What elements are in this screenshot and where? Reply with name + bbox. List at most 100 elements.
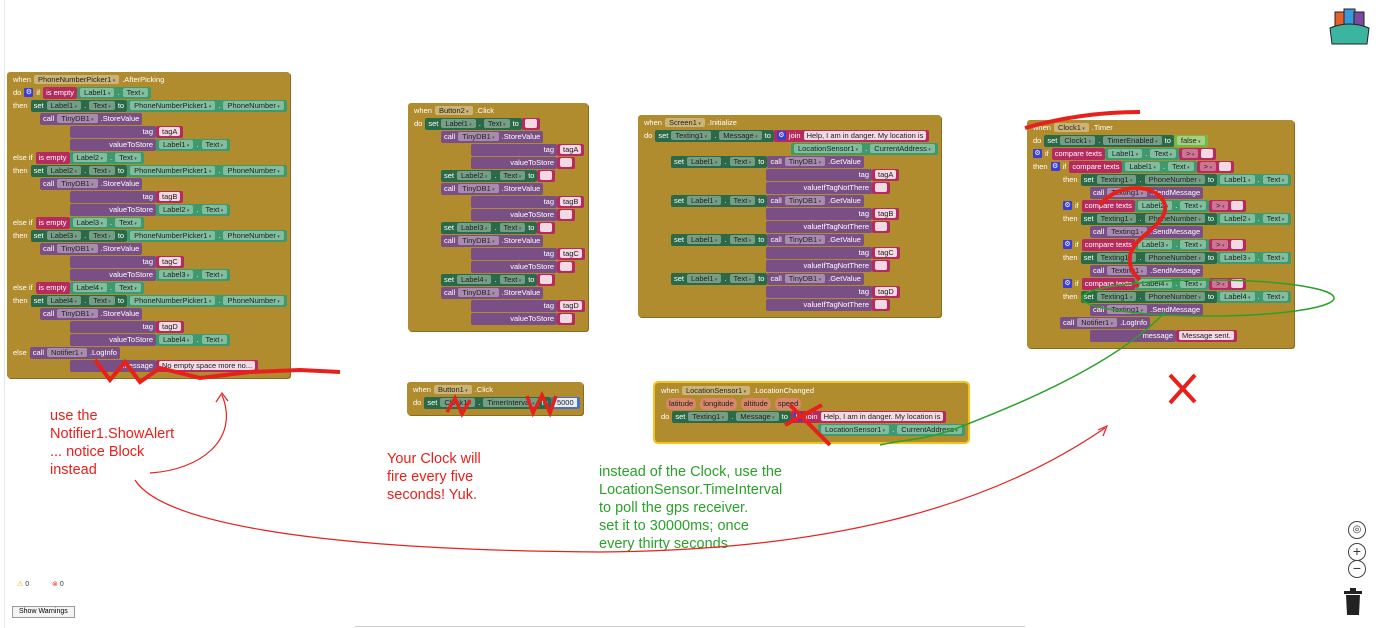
getter-block[interactable]: Label1.Text <box>156 138 231 151</box>
control-block[interactable]: then⚙if <box>1030 160 1070 173</box>
component-dropdown[interactable]: Texting1 <box>1096 214 1137 223</box>
component-dropdown[interactable]: Label3 <box>457 223 492 232</box>
component-dropdown[interactable]: Text <box>201 335 228 344</box>
component-dropdown[interactable]: > <box>1212 201 1229 210</box>
component-dropdown[interactable]: PhoneNumber <box>223 296 284 305</box>
control-block[interactable]: then <box>10 229 31 242</box>
text-literal[interactable] <box>875 300 887 309</box>
component-dropdown[interactable]: Label2 <box>159 205 194 214</box>
call-block[interactable]: valueIfTagNotThere <box>766 181 872 194</box>
component-dropdown[interactable]: Label1 <box>687 274 722 283</box>
component-dropdown[interactable]: Label1 <box>687 196 722 205</box>
text-block[interactable] <box>537 169 556 182</box>
block-row[interactable]: valueToStore <box>411 208 585 221</box>
component-dropdown[interactable]: TimerInterval <box>483 398 539 407</box>
getter-block[interactable]: Label3.Text <box>69 216 144 229</box>
block-row[interactable]: thensetLabel1.TexttoPhoneNumberPicker1.P… <box>10 99 287 112</box>
mutator-gear-icon[interactable]: ⚙ <box>1063 240 1072 249</box>
text-block[interactable]: tagA <box>156 125 184 138</box>
component-dropdown[interactable]: TinyDB1 <box>57 244 98 253</box>
show-warnings-button[interactable]: Show Warnings <box>12 606 75 618</box>
component-dropdown[interactable]: Text <box>1180 201 1207 210</box>
call-block[interactable]: tag <box>70 255 156 268</box>
event-block-phonenumberpicker-afterpicking[interactable]: whenPhoneNumberPicker1.AfterPickingdo⚙if… <box>7 72 290 378</box>
component-dropdown[interactable]: Text <box>729 235 756 244</box>
getter-block[interactable]: PhoneNumberPicker1.PhoneNumber <box>127 294 287 307</box>
text-block[interactable]: is empty <box>35 216 70 229</box>
control-block[interactable]: ⚙if <box>1060 238 1082 251</box>
control-block[interactable]: ⚙if <box>1060 277 1082 290</box>
component-dropdown[interactable]: Label1 <box>1107 149 1143 158</box>
call-block[interactable]: valueIfTagNotThere <box>766 220 872 233</box>
component-dropdown[interactable]: Label4 <box>1137 279 1173 288</box>
text-block[interactable]: tagC <box>872 246 900 259</box>
component-dropdown[interactable]: Label4 <box>159 335 194 344</box>
text-literal[interactable] <box>540 275 553 284</box>
control-block[interactable]: then <box>1060 212 1081 225</box>
component-dropdown[interactable]: Text <box>89 231 115 240</box>
text-block[interactable]: is empty <box>35 151 70 164</box>
component-dropdown[interactable]: Notifier1 <box>1077 318 1118 327</box>
control-block[interactable]: then <box>10 164 31 177</box>
text-literal[interactable]: tagD <box>875 287 897 296</box>
component-dropdown[interactable]: Label2 <box>1137 201 1173 210</box>
text-literal[interactable] <box>560 262 572 271</box>
text-block[interactable]: tagB <box>872 207 900 220</box>
component-dropdown[interactable]: PhoneNumberPicker1 <box>33 75 120 84</box>
control-block[interactable]: then <box>10 294 31 307</box>
text-literal[interactable]: tagA <box>560 145 582 154</box>
text-literal[interactable]: Message sent. <box>1179 331 1234 340</box>
control-block[interactable]: do <box>410 396 425 409</box>
text-block[interactable]: tagA <box>557 143 585 156</box>
getter-block[interactable]: Label2.Text <box>69 151 144 164</box>
text-block[interactable] <box>872 181 890 194</box>
text-literal[interactable] <box>524 119 537 128</box>
component-dropdown[interactable]: TinyDB1 <box>57 309 98 318</box>
text-literal[interactable] <box>875 222 887 231</box>
component-dropdown[interactable]: Notifier1 <box>47 348 87 357</box>
mutator-gear-icon[interactable]: ⚙ <box>24 88 34 97</box>
text-block[interactable] <box>557 208 575 221</box>
component-dropdown[interactable]: Text <box>483 119 510 128</box>
component-dropdown[interactable]: CurrentAddress <box>870 144 935 153</box>
text-literal[interactable] <box>875 261 887 270</box>
component-dropdown[interactable]: Text <box>201 140 228 149</box>
component-dropdown[interactable]: Label4 <box>1220 292 1255 301</box>
call-block[interactable]: valueIfTagNotThere <box>766 298 872 311</box>
component-dropdown[interactable]: LocationSensor1 <box>821 425 890 434</box>
number-literal[interactable]: 5000 <box>553 398 577 407</box>
text-literal[interactable]: tagB <box>560 197 582 206</box>
text-block[interactable] <box>537 221 556 234</box>
component-dropdown[interactable]: Label2 <box>46 166 82 175</box>
text-block[interactable]: tagD <box>557 299 585 312</box>
mutator-gear-icon[interactable]: ⚙ <box>793 412 803 421</box>
getter-block[interactable]: PhoneNumberPicker1.PhoneNumber <box>127 229 287 242</box>
text-literal[interactable]: tagD <box>560 301 582 310</box>
component-dropdown[interactable]: Text <box>1180 279 1207 288</box>
text-literal[interactable]: tagB <box>159 192 181 201</box>
getter-block[interactable]: Label4.Text <box>69 281 144 294</box>
mutator-gear-icon[interactable]: ⚙ <box>1033 149 1042 158</box>
